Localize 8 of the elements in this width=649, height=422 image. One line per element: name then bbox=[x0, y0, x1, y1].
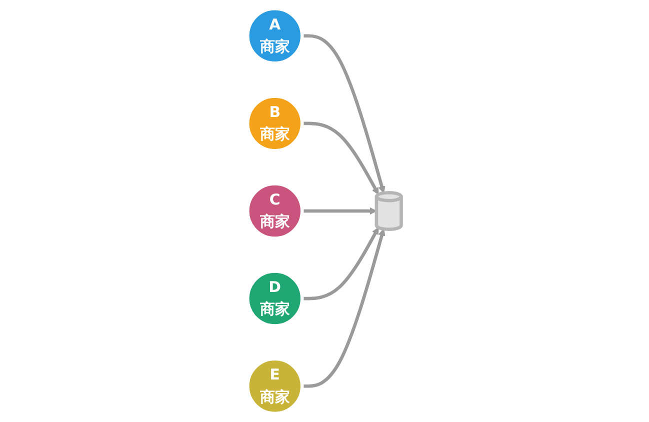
arrow bbox=[302, 228, 386, 388]
node-circle: D 商家 bbox=[246, 270, 304, 328]
arrow bbox=[302, 207, 377, 215]
arrow bbox=[302, 227, 379, 300]
node-circle: C 商家 bbox=[246, 182, 304, 240]
node-cylinder bbox=[374, 190, 403, 232]
arrow bbox=[302, 34, 386, 194]
arrow bbox=[302, 122, 379, 195]
